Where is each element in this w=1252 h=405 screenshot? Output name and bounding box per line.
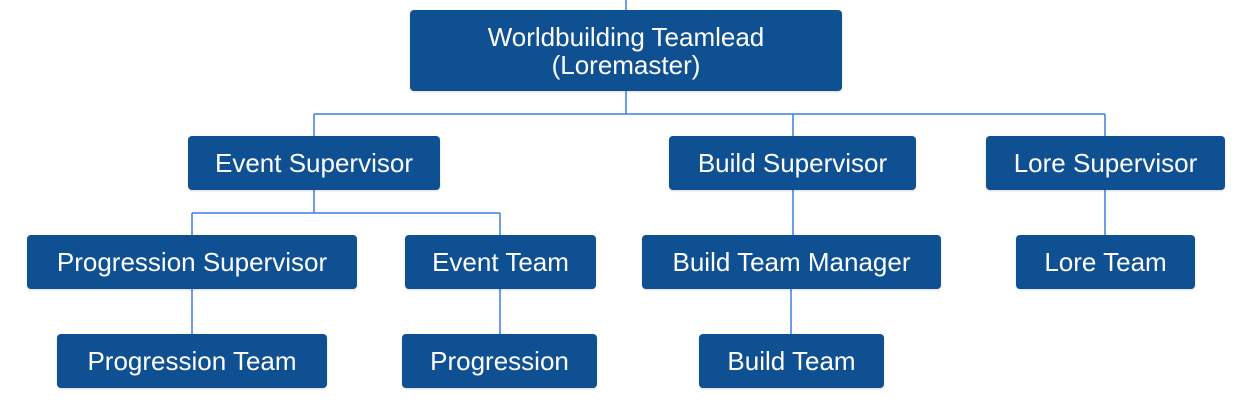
node-event-team: Event Team [405,235,596,289]
node-progression: Progression [402,334,597,388]
node-build-team-manager: Build Team Manager [642,235,941,289]
node-build-team: Build Team [699,334,884,388]
node-progression-team: Progression Team [57,334,327,388]
node-worldbuilding-teamlead: Worldbuilding Teamlead (Loremaster) [410,10,842,91]
node-build-supervisor: Build Supervisor [669,136,916,190]
node-lore-supervisor: Lore Supervisor [986,136,1225,190]
node-lore-team: Lore Team [1016,235,1195,289]
node-event-supervisor: Event Supervisor [188,136,440,190]
node-progression-supervisor: Progression Supervisor [27,235,357,289]
